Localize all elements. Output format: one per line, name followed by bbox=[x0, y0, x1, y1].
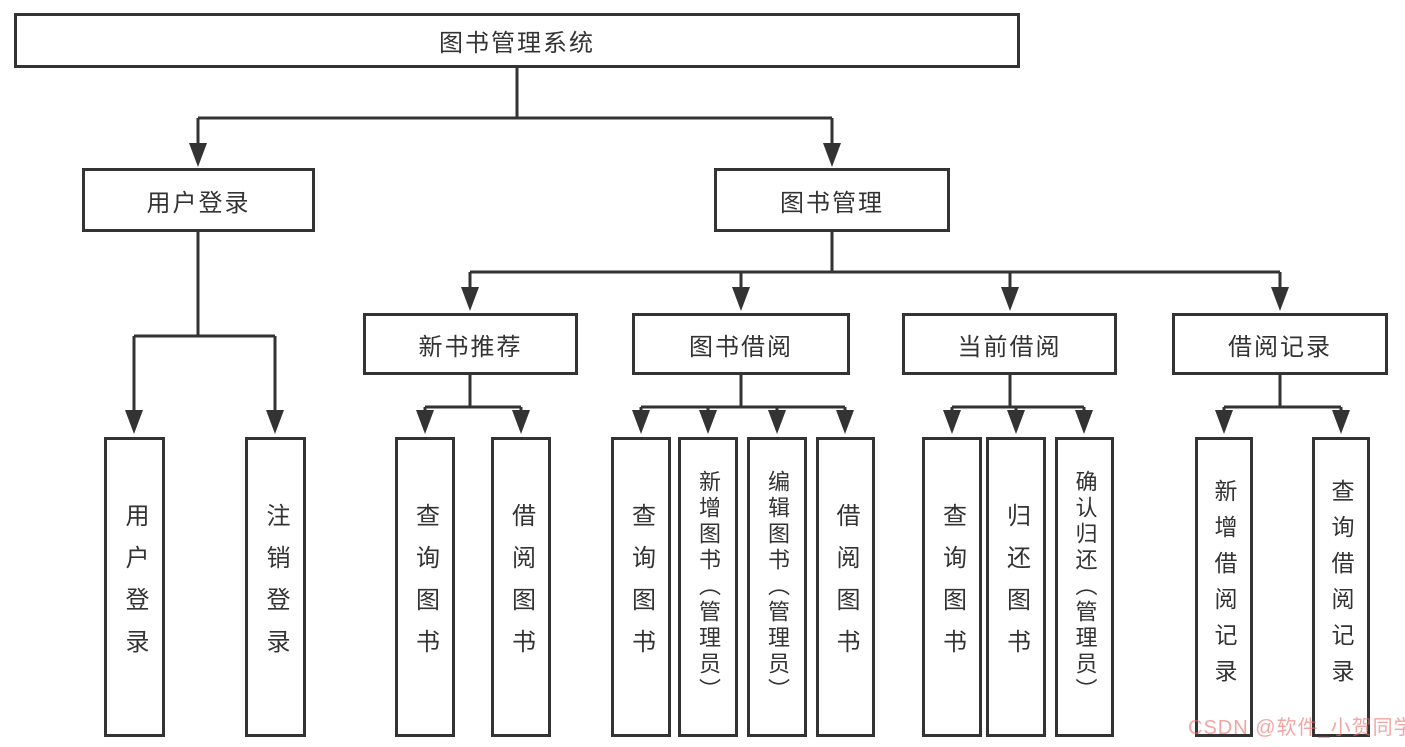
leaf-query-books-borrow: 查询图书 bbox=[611, 437, 671, 737]
leaf-edit-books-admin: 编辑图书（管理员） bbox=[747, 437, 807, 737]
arrowhead bbox=[1001, 287, 1019, 311]
leaf-add-books-admin: 新增图书（管理员） bbox=[678, 437, 738, 737]
arrowhead bbox=[1007, 410, 1025, 434]
leaf-return-books: 归还图书 bbox=[986, 437, 1046, 737]
node-label: 图书借阅 bbox=[689, 333, 793, 361]
node-label: 用户登录 bbox=[121, 503, 148, 671]
arrowhead bbox=[699, 410, 717, 434]
node-label: 新增借阅记录 bbox=[1211, 479, 1237, 695]
node-label: 查询图书 bbox=[938, 503, 966, 671]
node-book-management: 图书管理 bbox=[714, 168, 950, 232]
node-label: 借阅记录 bbox=[1228, 333, 1332, 361]
leaf-add-borrow-record: 新增借阅记录 bbox=[1195, 437, 1253, 737]
node-label: 查询图书 bbox=[627, 503, 655, 671]
node-label: 新增图书（管理员） bbox=[696, 470, 721, 704]
arrowhead bbox=[768, 410, 786, 434]
leaf-confirm-return-admin: 确认归还（管理员） bbox=[1055, 437, 1114, 737]
leaf-query-borrow-record: 查询借阅记录 bbox=[1312, 437, 1370, 737]
arrowhead bbox=[1271, 287, 1289, 311]
leaf-borrow-books-recommend: 借阅图书 bbox=[491, 437, 551, 737]
leaf-query-books-current: 查询图书 bbox=[922, 437, 982, 737]
node-label: 借阅图书 bbox=[832, 503, 859, 671]
node-label: 图书管理 bbox=[780, 189, 884, 217]
arrowhead bbox=[823, 143, 841, 167]
node-root-library-system: 图书管理系统 bbox=[14, 13, 1020, 68]
node-new-book-recommend: 新书推荐 bbox=[363, 313, 578, 375]
node-label: 归还图书 bbox=[1002, 503, 1030, 671]
node-label: 图书管理系统 bbox=[439, 30, 595, 57]
node-label: 注销登录 bbox=[262, 503, 289, 671]
arrowhead bbox=[125, 410, 143, 434]
arrowhead bbox=[1332, 410, 1350, 434]
leaf-logout: 注销登录 bbox=[245, 437, 306, 737]
node-borrow-records: 借阅记录 bbox=[1172, 313, 1388, 375]
arrowheads bbox=[125, 143, 1350, 434]
node-label: 当前借阅 bbox=[957, 333, 1062, 361]
leaf-query-books-recommend: 查询图书 bbox=[395, 437, 455, 737]
arrowhead bbox=[416, 410, 434, 434]
node-label: 查询图书 bbox=[411, 503, 439, 671]
node-label: 新书推荐 bbox=[418, 333, 523, 361]
node-label: 查询借阅记录 bbox=[1328, 479, 1354, 695]
arrowhead bbox=[632, 410, 650, 434]
node-current-borrow: 当前借阅 bbox=[902, 313, 1117, 375]
node-label: 确认归还（管理员） bbox=[1072, 470, 1098, 704]
csdn-watermark: CSDN @软件_小贺同学 bbox=[1188, 717, 1405, 739]
node-label: 借阅图书 bbox=[507, 503, 535, 671]
leaf-borrow-books: 借阅图书 bbox=[816, 437, 875, 737]
arrowhead bbox=[461, 287, 479, 311]
leaf-user-login: 用户登录 bbox=[104, 437, 165, 737]
arrowhead bbox=[189, 143, 207, 167]
arrowhead bbox=[1075, 410, 1093, 434]
arrowhead bbox=[732, 287, 750, 311]
node-label: 编辑图书（管理员） bbox=[765, 470, 790, 704]
node-label: 用户登录 bbox=[146, 189, 251, 217]
arrowhead bbox=[836, 410, 854, 434]
arrowhead bbox=[512, 410, 530, 434]
node-book-borrow: 图书借阅 bbox=[632, 313, 850, 375]
arrowhead bbox=[266, 410, 284, 434]
arrowhead bbox=[1215, 410, 1233, 434]
arrowhead bbox=[943, 410, 961, 434]
node-user-login: 用户登录 bbox=[82, 168, 315, 232]
